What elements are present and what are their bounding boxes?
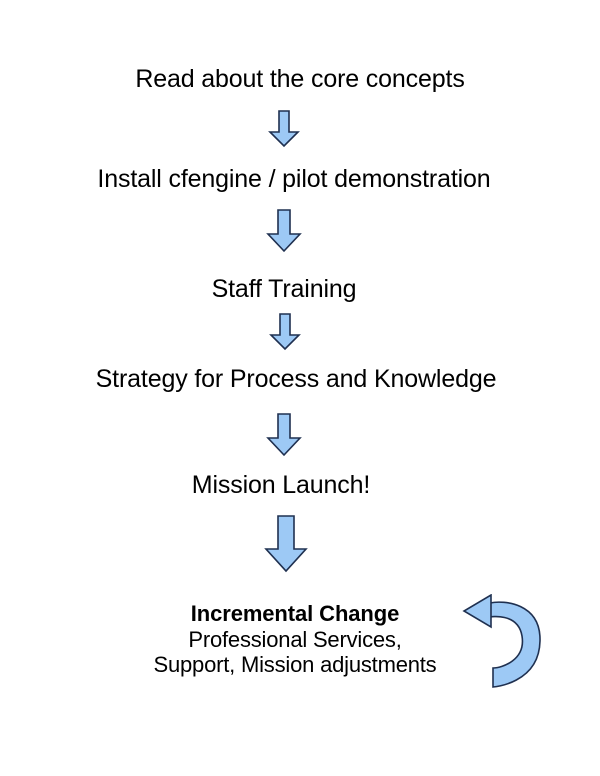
flow-step-read-about-core-concepts: Read about the core concepts: [135, 65, 465, 93]
arrow-down-icon: [269, 313, 301, 356]
arrow-down-icon: [268, 110, 300, 153]
flow-step-staff-training: Staff Training: [211, 275, 357, 303]
incremental-change-line-2: Professional Services,: [188, 626, 402, 652]
incremental-change-line-3: Support, Mission adjustments: [153, 652, 437, 678]
arrow-down-icon: [266, 209, 302, 258]
incremental-change-heading: Incremental Change: [190, 601, 400, 626]
circular-arrow-icon: [460, 593, 544, 694]
flow-step-mission-launch: Mission Launch!: [191, 471, 371, 499]
arrow-down-icon: [264, 515, 308, 578]
flow-step-install-cfengine: Install cfengine / pilot demonstration: [97, 165, 491, 193]
arrow-down-icon: [266, 413, 302, 462]
flow-step-incremental-change: Incremental Change Professional Services…: [0, 601, 595, 678]
flow-step-strategy-process-knowledge: Strategy for Process and Knowledge: [95, 365, 497, 393]
